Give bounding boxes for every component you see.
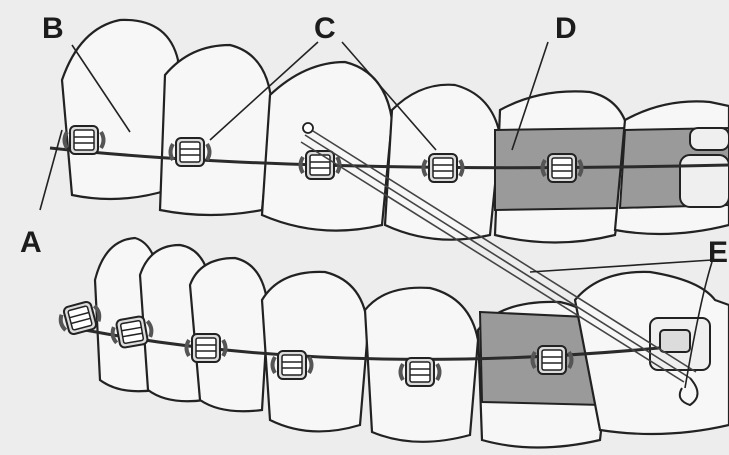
label-c: C (314, 12, 336, 45)
label-a: A (20, 226, 42, 259)
elastic-band (300, 122, 699, 407)
upper-archwire (49, 146, 729, 170)
labels: A B C D E (20, 12, 728, 269)
label-e: E (708, 236, 728, 269)
label-b: B (42, 12, 64, 45)
label-leaders (39, 41, 713, 389)
upper-teeth (60, 18, 729, 244)
label-d: D (555, 12, 577, 45)
lower-archwire (84, 328, 691, 361)
